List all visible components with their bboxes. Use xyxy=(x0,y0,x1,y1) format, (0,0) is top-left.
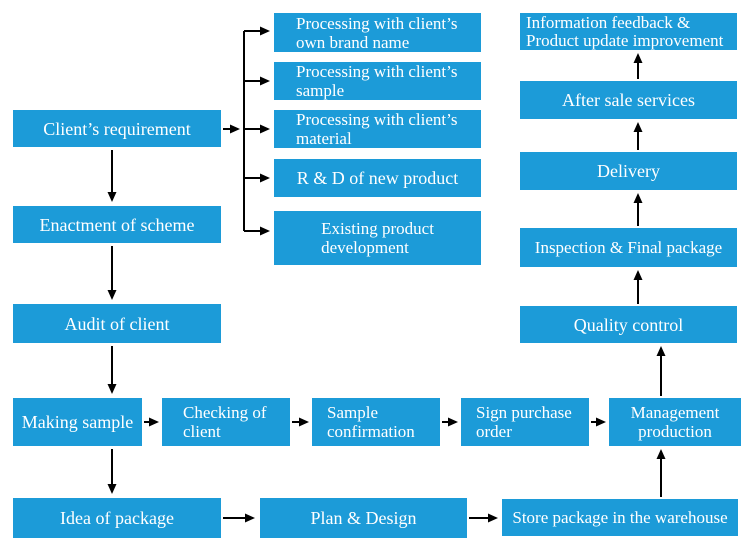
node-label: Existing product development xyxy=(321,219,434,257)
node-label: Store package in the warehouse xyxy=(512,507,728,527)
node-label: Enactment of scheme xyxy=(39,214,195,235)
node-label: Processing with client’s material xyxy=(296,110,458,148)
node-management-production: Management production xyxy=(609,398,741,446)
node-label: Delivery xyxy=(597,161,660,181)
node-label: Processing with client’s sample xyxy=(296,62,458,100)
node-label: Quality control xyxy=(573,314,684,335)
node-client-requirement: Client’s requirement xyxy=(13,110,221,147)
node-label: Management production xyxy=(630,403,720,441)
node-label: Plan & Design xyxy=(310,508,417,528)
node-processing-sample: Processing with client’s sample xyxy=(274,62,481,100)
node-label: Sign purchase order xyxy=(476,403,572,441)
node-label: R & D of new product xyxy=(296,168,459,188)
node-processing-own-brand: Processing with client’s own brand name xyxy=(274,13,481,52)
node-label: Inspection & Final package xyxy=(534,237,723,257)
node-label: Information feedback & Product update im… xyxy=(526,12,724,50)
node-store-package-warehouse: Store package in the warehouse xyxy=(502,499,738,536)
node-quality-control: Quality control xyxy=(520,306,737,343)
node-label: Client’s requirement xyxy=(43,118,191,139)
node-plan-and-design: Plan & Design xyxy=(260,498,467,538)
node-making-sample: Making sample xyxy=(13,398,142,446)
node-sample-confirmation: Sample confirmation xyxy=(312,398,440,446)
node-label: Audit of client xyxy=(64,313,170,334)
node-processing-material: Processing with client’s material xyxy=(274,110,481,148)
node-inspection-final-package: Inspection & Final package xyxy=(520,228,737,267)
node-label: After sale services xyxy=(562,90,695,110)
node-label: Checking of client xyxy=(183,403,267,441)
node-label: Sample confirmation xyxy=(327,403,415,441)
node-label: Processing with client’s own brand name xyxy=(296,13,458,52)
node-label: Making sample xyxy=(21,412,134,432)
node-after-sale-services: After sale services xyxy=(520,81,737,119)
node-delivery: Delivery xyxy=(520,152,737,190)
node-idea-of-package: Idea of package xyxy=(13,498,221,538)
node-rd-new-product: R & D of new product xyxy=(274,159,481,197)
node-audit-of-client: Audit of client xyxy=(13,304,221,343)
node-existing-product-development: Existing product development xyxy=(274,211,481,265)
node-label: Idea of package xyxy=(60,508,174,528)
node-information-feedback: Information feedback & Product update im… xyxy=(520,13,737,50)
node-checking-of-client: Checking of client xyxy=(162,398,290,446)
node-sign-purchase-order: Sign purchase order xyxy=(461,398,589,446)
node-enactment-of-scheme: Enactment of scheme xyxy=(13,206,221,243)
